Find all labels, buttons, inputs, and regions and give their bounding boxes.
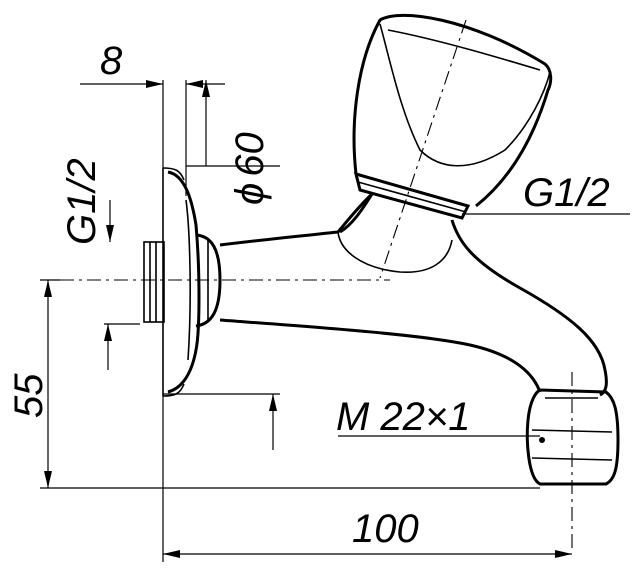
dimension-length: 100: [162, 396, 572, 562]
dimension-diameter: ϕ 60: [186, 80, 280, 205]
valve-thread-label: G1/2: [523, 171, 610, 215]
outlet-thread-label: M 22×1: [336, 395, 471, 439]
diameter-label: ϕ 60: [228, 132, 272, 205]
dimension-inlet-thread: G1/2: [60, 158, 114, 245]
dimension-valve-thread: G1/2: [462, 171, 630, 215]
dimension-wall-gap: 8: [80, 39, 225, 196]
center-lines: [60, 19, 573, 550]
wall-gap-label: 8: [100, 39, 123, 83]
diameter-value: 60: [228, 132, 272, 177]
dimension-outlet-thread: M 22×1: [336, 395, 540, 439]
height-label: 55: [7, 373, 51, 418]
length-label: 100: [352, 507, 419, 551]
dimension-height: 55: [7, 279, 540, 489]
diameter-symbol: ϕ: [228, 183, 272, 205]
inlet-thread-label: G1/2: [60, 158, 104, 245]
